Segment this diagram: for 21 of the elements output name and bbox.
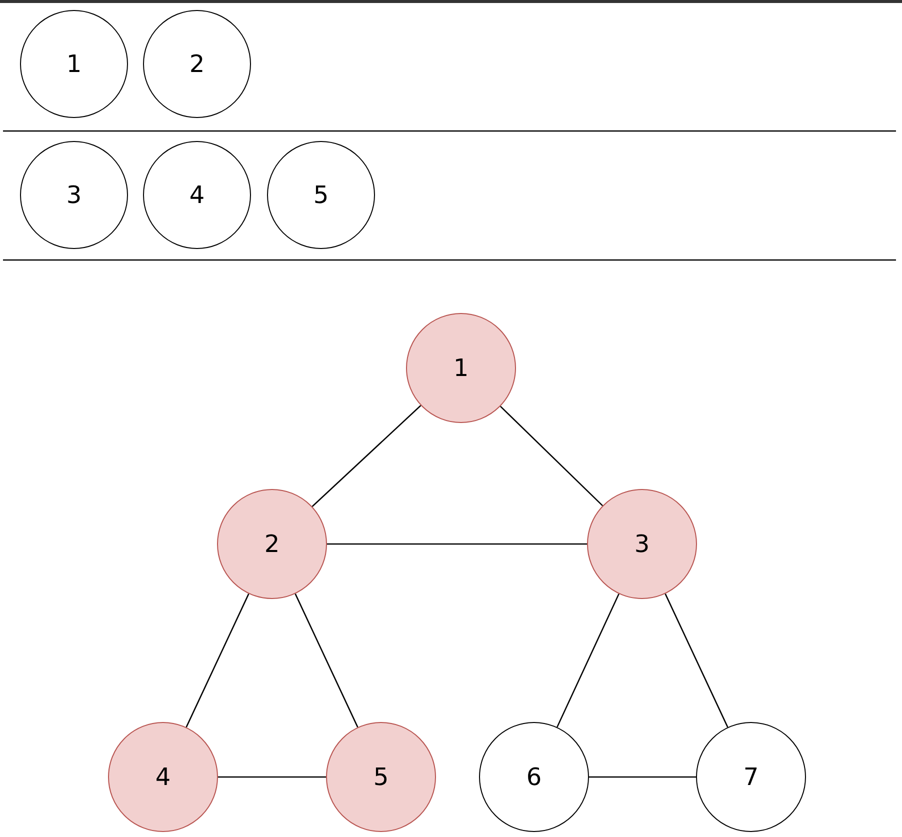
node-label: 6 <box>526 763 542 791</box>
edge-line <box>589 776 696 778</box>
node-label: 5 <box>373 763 389 791</box>
node-label: 1 <box>453 354 469 382</box>
node-label: 3 <box>634 530 650 558</box>
edge-line <box>556 594 620 728</box>
node-label: 4 <box>155 763 171 791</box>
edge-line <box>327 543 587 545</box>
node-label: 5 <box>313 181 329 209</box>
node-label: 4 <box>189 181 205 209</box>
edge-line <box>312 405 422 507</box>
node-label: 2 <box>264 530 280 558</box>
edge-line <box>500 406 604 506</box>
node-label: 7 <box>743 763 759 791</box>
edge-line <box>664 594 728 728</box>
node-label: 2 <box>189 50 205 78</box>
edge-line <box>186 594 250 728</box>
node-label: 3 <box>66 181 82 209</box>
edge-line <box>218 776 326 778</box>
node-label: 1 <box>66 50 82 78</box>
edge-line <box>294 594 358 728</box>
